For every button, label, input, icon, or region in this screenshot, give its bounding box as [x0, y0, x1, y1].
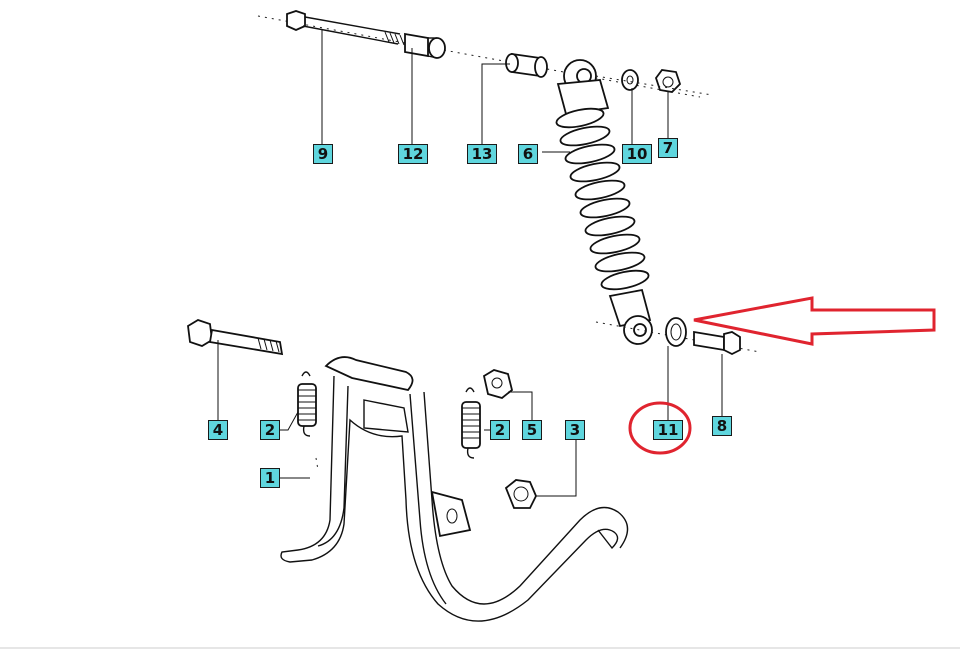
washer-part-11: [665, 317, 687, 347]
callout-4: 4: [208, 420, 228, 440]
rubber-stop-part-3: [504, 479, 537, 509]
washer-part-10: [621, 69, 639, 91]
callout-3: 3: [565, 420, 585, 440]
callout-2-left: 2: [260, 420, 280, 440]
axle-bolt-part-9: [257, 10, 701, 98]
callout-10: 10: [622, 144, 652, 164]
nut-part-7: [654, 69, 682, 93]
callout-7: 7: [658, 138, 678, 158]
pivot-bolt-part-4: [187, 319, 284, 356]
highlight-arrow: [693, 296, 936, 346]
main-stand-part-1: [280, 356, 629, 622]
callout-12: 12: [398, 144, 428, 164]
callout-6: 6: [518, 144, 538, 164]
callout-5: 5: [522, 420, 542, 440]
bolt-part-8: [693, 330, 741, 356]
nut-part-5: [482, 369, 514, 399]
bushing-part-13: [505, 52, 548, 78]
shock-absorber-part-6: [555, 59, 761, 353]
leader-lines: [217, 30, 723, 497]
callout-13: 13: [467, 144, 497, 164]
highlight-circle: [628, 401, 692, 455]
callout-9: 9: [313, 144, 333, 164]
callout-8: 8: [712, 416, 732, 436]
spacer-part-12: [404, 32, 446, 59]
callout-11: 11: [653, 420, 683, 440]
spring-part-2-left: [297, 371, 317, 437]
callout-1: 1: [260, 468, 280, 488]
spring-part-2-right: [461, 387, 481, 459]
callout-2-right: 2: [490, 420, 510, 440]
